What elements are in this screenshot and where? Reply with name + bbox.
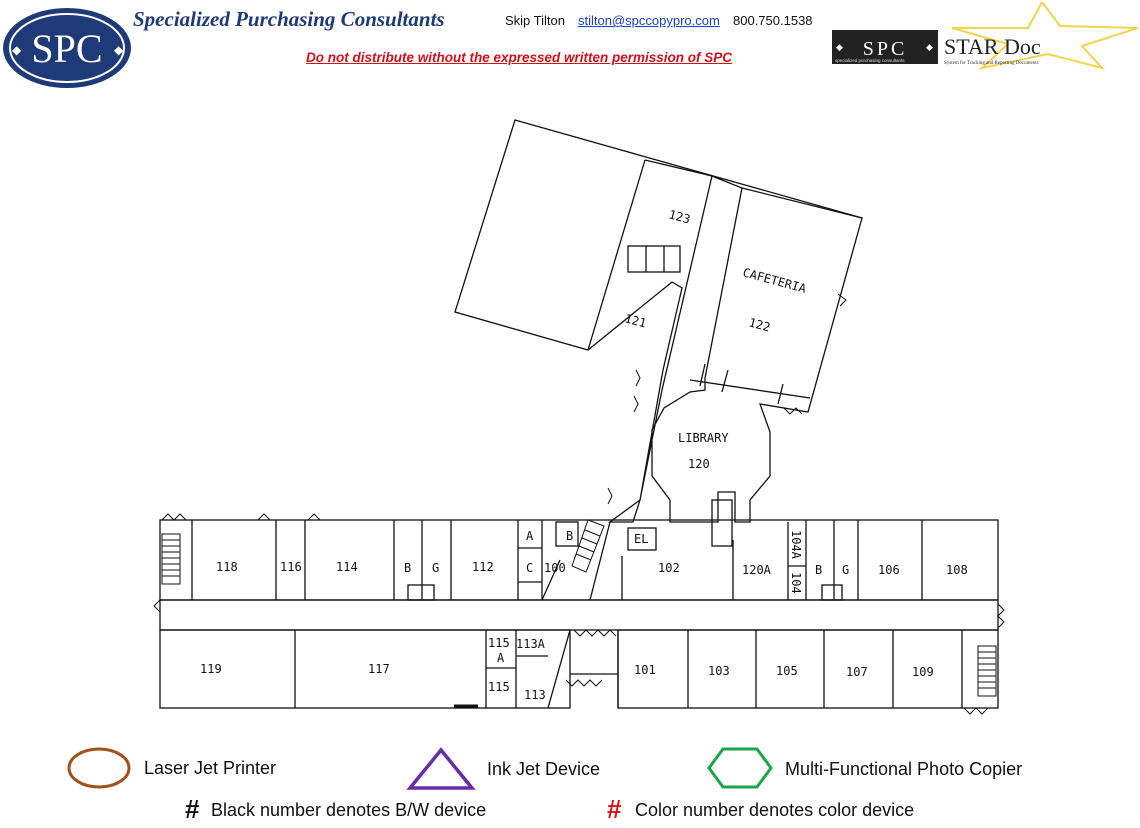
room-104: 104 [789,572,803,594]
room-b3: B [815,563,822,577]
room-b2: B [566,529,573,543]
star-tagline-right: System for Tracking and Reporting Docume… [944,61,1039,66]
star-tagline-left: specialized purchasing consultants [835,58,905,63]
room-105: 105 [776,664,798,678]
room-113a: 113A [516,637,546,651]
legend-bw-text: Black number denotes B/W device [211,800,487,820]
room-119: 119 [200,662,222,676]
room-109: 109 [912,665,934,679]
room-123: 123 [667,207,692,226]
room-100: 100 [544,561,566,575]
laser-printer-icon [67,747,131,789]
legend-laser-label: Laser Jet Printer [144,758,277,778]
room-115a-number: 115 [488,636,510,650]
contact-email-link[interactable]: stilton@spccopypro.com [578,13,720,28]
floor-plan-walls [159,119,999,709]
legend-mfp-label: Multi-Functional Photo Copier [785,759,1023,779]
room-el: EL [634,532,648,546]
bw-hash-symbol: # [185,794,200,824]
room-118: 118 [216,560,238,574]
spc-logo-text: SPC [31,26,102,71]
svg-text:◆: ◆ [114,43,124,57]
room-115a-letter: A [497,651,505,665]
room-a1: A [526,529,534,543]
color-hash-symbol: # [607,794,622,824]
contact-name: Skip Tilton [505,13,565,28]
company-name: Specialized Purchasing Consultants [133,7,445,31]
room-103: 103 [708,664,730,678]
room-108: 108 [946,563,968,577]
contact-phone: 800.750.1538 [733,13,813,28]
room-115: 115 [488,680,510,694]
room-121: 121 [623,311,648,330]
room-101: 101 [634,663,656,677]
room-113: 113 [524,688,546,702]
room-116: 116 [280,560,302,574]
room-114: 114 [336,560,358,574]
room-104a: 104A [789,530,803,560]
inkjet-device-icon [406,747,476,790]
room-102: 102 [658,561,680,575]
room-120: 120 [688,457,710,471]
legend-inkjet-label: Ink Jet Device [487,759,601,779]
door-markers [153,293,1005,715]
svg-text:◆: ◆ [12,43,22,57]
svg-text:◆: ◆ [926,42,933,52]
star-doc-logo: SPC ◆ ◆ specialized purchasing consultan… [832,2,1138,70]
room-107: 107 [846,665,868,679]
room-106: 106 [878,563,900,577]
room-library: LIBRARY [678,431,729,445]
room-g1: G [432,561,439,575]
legend-color-text: Color number denotes color device [635,800,915,820]
room-cafeteria: CAFETERIA [741,265,808,296]
star-brand: SPC [863,38,908,60]
room-122: 122 [747,315,772,334]
room-c1: C [526,561,533,575]
svg-text:◆: ◆ [836,42,843,52]
room-b1: B [404,561,411,575]
room-120a: 120A [742,563,772,577]
room-112: 112 [472,560,494,574]
spc-logo: SPC ◆ ◆ [3,8,131,88]
room-117: 117 [368,662,390,676]
stairs [161,519,997,697]
room-g2: G [842,563,849,577]
star-product: STAR Doc [944,34,1041,59]
mfp-copier-icon [707,747,773,789]
distribution-warning: Do not distribute without the expressed … [306,50,733,65]
